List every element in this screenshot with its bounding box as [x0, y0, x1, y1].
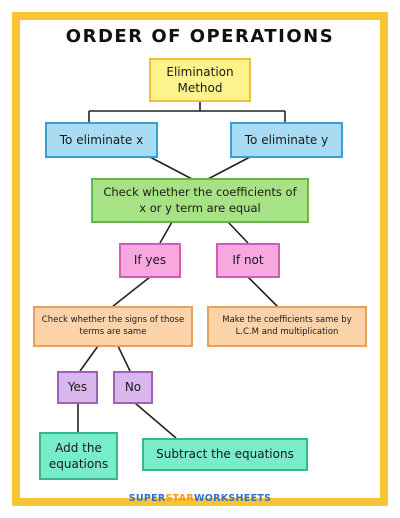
- if-not-label: If not: [232, 253, 264, 268]
- check-signs-label: Check whether the signs of those terms a…: [41, 315, 185, 337]
- connector-signs-to-no: [117, 345, 131, 372]
- connector-yes-to-signs: [111, 276, 151, 308]
- add-equations-box: Add the equations: [39, 432, 118, 480]
- check-coefficients-label: Check whether the coefficients of x or y…: [103, 184, 297, 215]
- subtract-equations-box: Subtract the equations: [142, 438, 308, 471]
- if-yes-box: If yes: [119, 243, 181, 278]
- footer-logo-worksheets: WORKSHEETS: [193, 493, 272, 504]
- connector-check-to-not: [227, 221, 249, 244]
- eliminate-x-box: To eliminate x: [45, 122, 158, 158]
- no-box: No: [113, 371, 153, 404]
- if-yes-label: If yes: [133, 253, 167, 268]
- eliminate-y-label: To eliminate y: [244, 132, 329, 147]
- page-title: ORDER OF OPERATIONS: [65, 26, 335, 47]
- yes-label: Yes: [67, 380, 88, 395]
- no-label: No: [124, 380, 142, 395]
- connector-x-to-check: [149, 156, 193, 180]
- elimination-method-label: Elimination Method: [166, 64, 234, 95]
- connector-not-to-make: [247, 276, 279, 308]
- footer-logo-star: STAR: [165, 493, 194, 504]
- footer-logo-super: SUPER: [128, 493, 166, 504]
- yes-box: Yes: [57, 371, 98, 404]
- check-signs-box: Check whether the signs of those terms a…: [33, 306, 193, 347]
- connector-y-to-check: [207, 156, 251, 180]
- subtract-equations-label: Subtract the equations: [156, 447, 294, 462]
- make-coefficients-same-box: Make the coefficients same by L.C.M and …: [207, 306, 367, 347]
- connector-signs-to-yes: [79, 345, 99, 372]
- add-equations-label: Add the equations: [48, 440, 109, 471]
- eliminate-x-label: To eliminate x: [59, 132, 144, 147]
- if-not-box: If not: [216, 243, 280, 278]
- connector-check-to-yes: [159, 221, 173, 244]
- eliminate-y-box: To eliminate y: [230, 122, 343, 158]
- elimination-method-box: Elimination Method: [149, 58, 251, 102]
- connector-no-to-subtract: [134, 402, 177, 439]
- check-coefficients-box: Check whether the coefficients of x or y…: [91, 178, 309, 223]
- footer-logo: SUPERSTARWORKSHEETS: [0, 493, 400, 504]
- make-coefficients-same-label: Make the coefficients same by L.C.M and …: [222, 315, 352, 337]
